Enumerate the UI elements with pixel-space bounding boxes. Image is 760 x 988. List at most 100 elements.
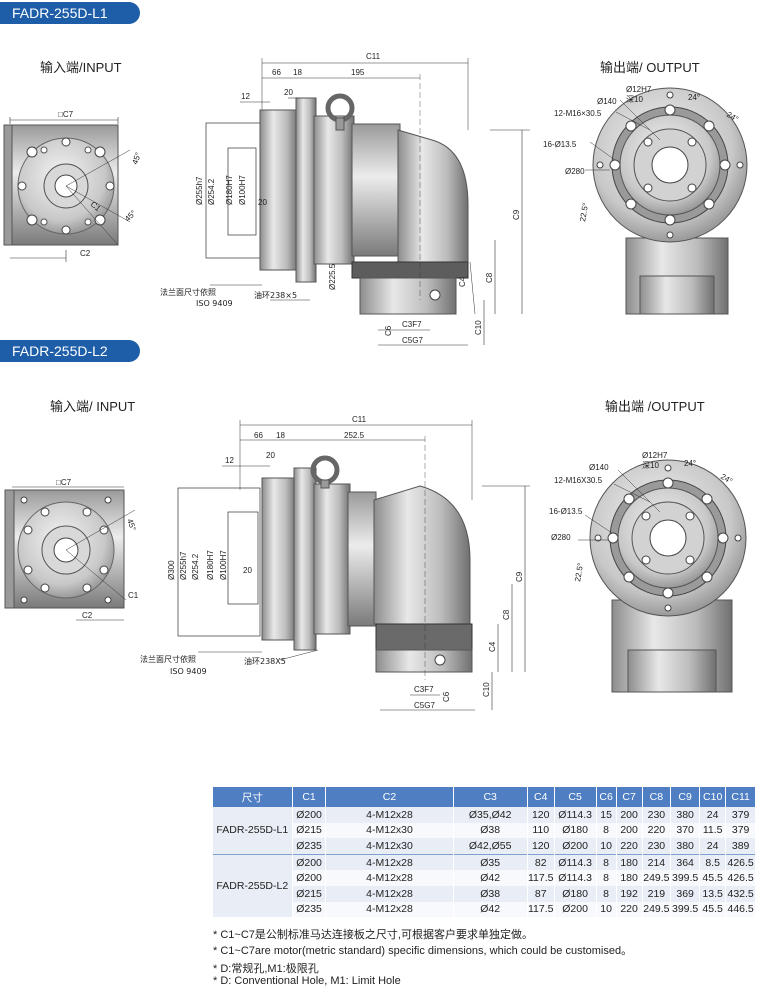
footnote: * D:常规孔,M1:极限孔 bbox=[213, 963, 319, 975]
side-view-l1: C11 66 18 195 12 20 20 Ø255h7 Ø254.2 Ø18… bbox=[160, 52, 530, 346]
table-cell: 117.5 bbox=[527, 901, 555, 918]
table-header: C9 bbox=[670, 787, 701, 807]
svg-text:C1: C1 bbox=[128, 591, 139, 600]
table-cell: 8 bbox=[596, 822, 617, 839]
table-cell: 4-M12x28 bbox=[325, 885, 454, 902]
table-cell: Ø114.3 bbox=[554, 807, 597, 823]
table-cell: 399.5 bbox=[670, 901, 701, 918]
table-header: C8 bbox=[642, 787, 672, 807]
table-cell: 220 bbox=[616, 901, 643, 918]
svg-text:20: 20 bbox=[284, 88, 293, 97]
table-cell: Ø235 bbox=[292, 901, 327, 918]
table-cell: Ø200 bbox=[292, 853, 327, 871]
output-title-l2: 输出端 /OUTPUT bbox=[605, 399, 705, 414]
table-cell: 4-M12x28 bbox=[325, 870, 454, 886]
svg-text:45°: 45° bbox=[125, 518, 138, 532]
table-cell: Ø38 bbox=[453, 885, 528, 902]
svg-text:C5G7: C5G7 bbox=[414, 701, 435, 710]
footnote: * D: Conventional Hole, M1: Limit Hole bbox=[213, 975, 401, 987]
table-cell: 82 bbox=[527, 853, 555, 871]
svg-text:Ø255h7: Ø255h7 bbox=[195, 176, 204, 205]
table-cell: 389 bbox=[725, 838, 756, 855]
svg-text:法兰面尺寸依照: 法兰面尺寸依照 bbox=[160, 287, 216, 297]
table-header: C11 bbox=[725, 787, 756, 807]
input-title-l1: 输入端/INPUT bbox=[40, 60, 122, 75]
output-title-l1: 输出端/ OUTPUT bbox=[600, 60, 700, 75]
table-cell: Ø200 bbox=[554, 838, 597, 855]
technical-drawings: □C7 45° 45° C1 C2 C1 bbox=[3, 52, 748, 711]
table-header: C1 bbox=[292, 787, 327, 807]
side-view-l2: C11 66 18 252.5 12 20 20 Ø300 Ø255h7 Ø25… bbox=[140, 415, 530, 711]
svg-text:C4: C4 bbox=[488, 641, 497, 652]
table-cell: 45.5 bbox=[699, 901, 727, 918]
svg-text:Ø300: Ø300 bbox=[167, 560, 176, 580]
svg-text:12: 12 bbox=[241, 92, 250, 101]
output-view-l1: Ø12H7 深10 Ø140 12-M16×30.5 16-Ø13.5 Ø280… bbox=[543, 85, 748, 315]
svg-text:20: 20 bbox=[266, 451, 275, 460]
svg-text:16-Ø13.5: 16-Ø13.5 bbox=[543, 140, 577, 149]
table-cell: 110 bbox=[527, 822, 555, 839]
table-cell: 220 bbox=[642, 822, 672, 839]
table-cell: Ø42,Ø55 bbox=[453, 838, 528, 855]
svg-text:Ø255h7: Ø255h7 bbox=[179, 551, 188, 580]
table-cell: 426.5 bbox=[725, 853, 756, 871]
svg-text:C9: C9 bbox=[515, 571, 524, 582]
table-cell: 13.5 bbox=[699, 885, 727, 902]
svg-text:C3F7: C3F7 bbox=[402, 320, 422, 329]
model-banner-l2: FADR-255D-L2 bbox=[0, 340, 140, 362]
svg-text:C10: C10 bbox=[482, 682, 491, 697]
table-cell: 87 bbox=[527, 885, 555, 902]
svg-text:C6: C6 bbox=[384, 325, 393, 336]
input-view-l2: □C7 45° C1 C2 bbox=[4, 478, 139, 621]
table-header: C2 bbox=[325, 787, 454, 807]
svg-text:66: 66 bbox=[272, 68, 281, 77]
table-cell: Ø235 bbox=[292, 838, 327, 855]
svg-text:24°: 24° bbox=[684, 459, 696, 468]
table-cell: 380 bbox=[670, 838, 701, 855]
svg-text:Ø280: Ø280 bbox=[565, 167, 585, 176]
svg-text:Ø254.2: Ø254.2 bbox=[191, 553, 200, 580]
svg-text:66: 66 bbox=[254, 431, 263, 440]
svg-text:12-M16×30.5: 12-M16×30.5 bbox=[554, 109, 602, 118]
svg-text:195: 195 bbox=[351, 68, 365, 77]
table-cell: Ø215 bbox=[292, 885, 327, 902]
svg-text:Ø12H7: Ø12H7 bbox=[642, 451, 668, 460]
svg-text:深10: 深10 bbox=[626, 95, 643, 104]
table-cell: 399.5 bbox=[670, 870, 701, 886]
svg-text:C10: C10 bbox=[474, 320, 483, 335]
table-cell: 364 bbox=[670, 853, 701, 871]
svg-text:12-M16X30.5: 12-M16X30.5 bbox=[554, 476, 603, 485]
svg-text:18: 18 bbox=[293, 68, 302, 77]
table-cell: Ø200 bbox=[554, 901, 597, 918]
table-cell: 8.5 bbox=[699, 853, 727, 871]
table-cell: 4-M12x28 bbox=[325, 901, 454, 918]
svg-text:C3F7: C3F7 bbox=[414, 685, 434, 694]
table-cell: 370 bbox=[670, 822, 701, 839]
svg-text:Ø225.5: Ø225.5 bbox=[328, 263, 337, 290]
model-cell: FADR-255D-L1 bbox=[213, 807, 293, 855]
table-cell: 219 bbox=[642, 885, 672, 902]
svg-text:C11: C11 bbox=[352, 415, 367, 424]
table-cell: 426.5 bbox=[725, 870, 756, 886]
table-header: C7 bbox=[616, 787, 643, 807]
svg-text:法兰面尺寸依照: 法兰面尺寸依照 bbox=[140, 654, 196, 664]
table-header: C5 bbox=[554, 787, 597, 807]
model-banner-l1: FADR-255D-L1 bbox=[0, 2, 140, 24]
svg-text:Ø100H7: Ø100H7 bbox=[238, 175, 247, 205]
table-cell: Ø200 bbox=[292, 807, 327, 823]
table-cell: 4-M12x28 bbox=[325, 807, 454, 823]
svg-text:油环238×5: 油环238×5 bbox=[254, 290, 297, 300]
table-cell: 117.5 bbox=[527, 870, 555, 886]
svg-text:20: 20 bbox=[258, 198, 267, 207]
table-cell: 446.5 bbox=[725, 901, 756, 918]
table-cell: 214 bbox=[642, 853, 672, 871]
footnote: * C1~C7are motor(metric standard) specif… bbox=[213, 945, 633, 957]
table-cell: 8 bbox=[596, 853, 617, 871]
table-cell: Ø114.3 bbox=[554, 870, 597, 886]
